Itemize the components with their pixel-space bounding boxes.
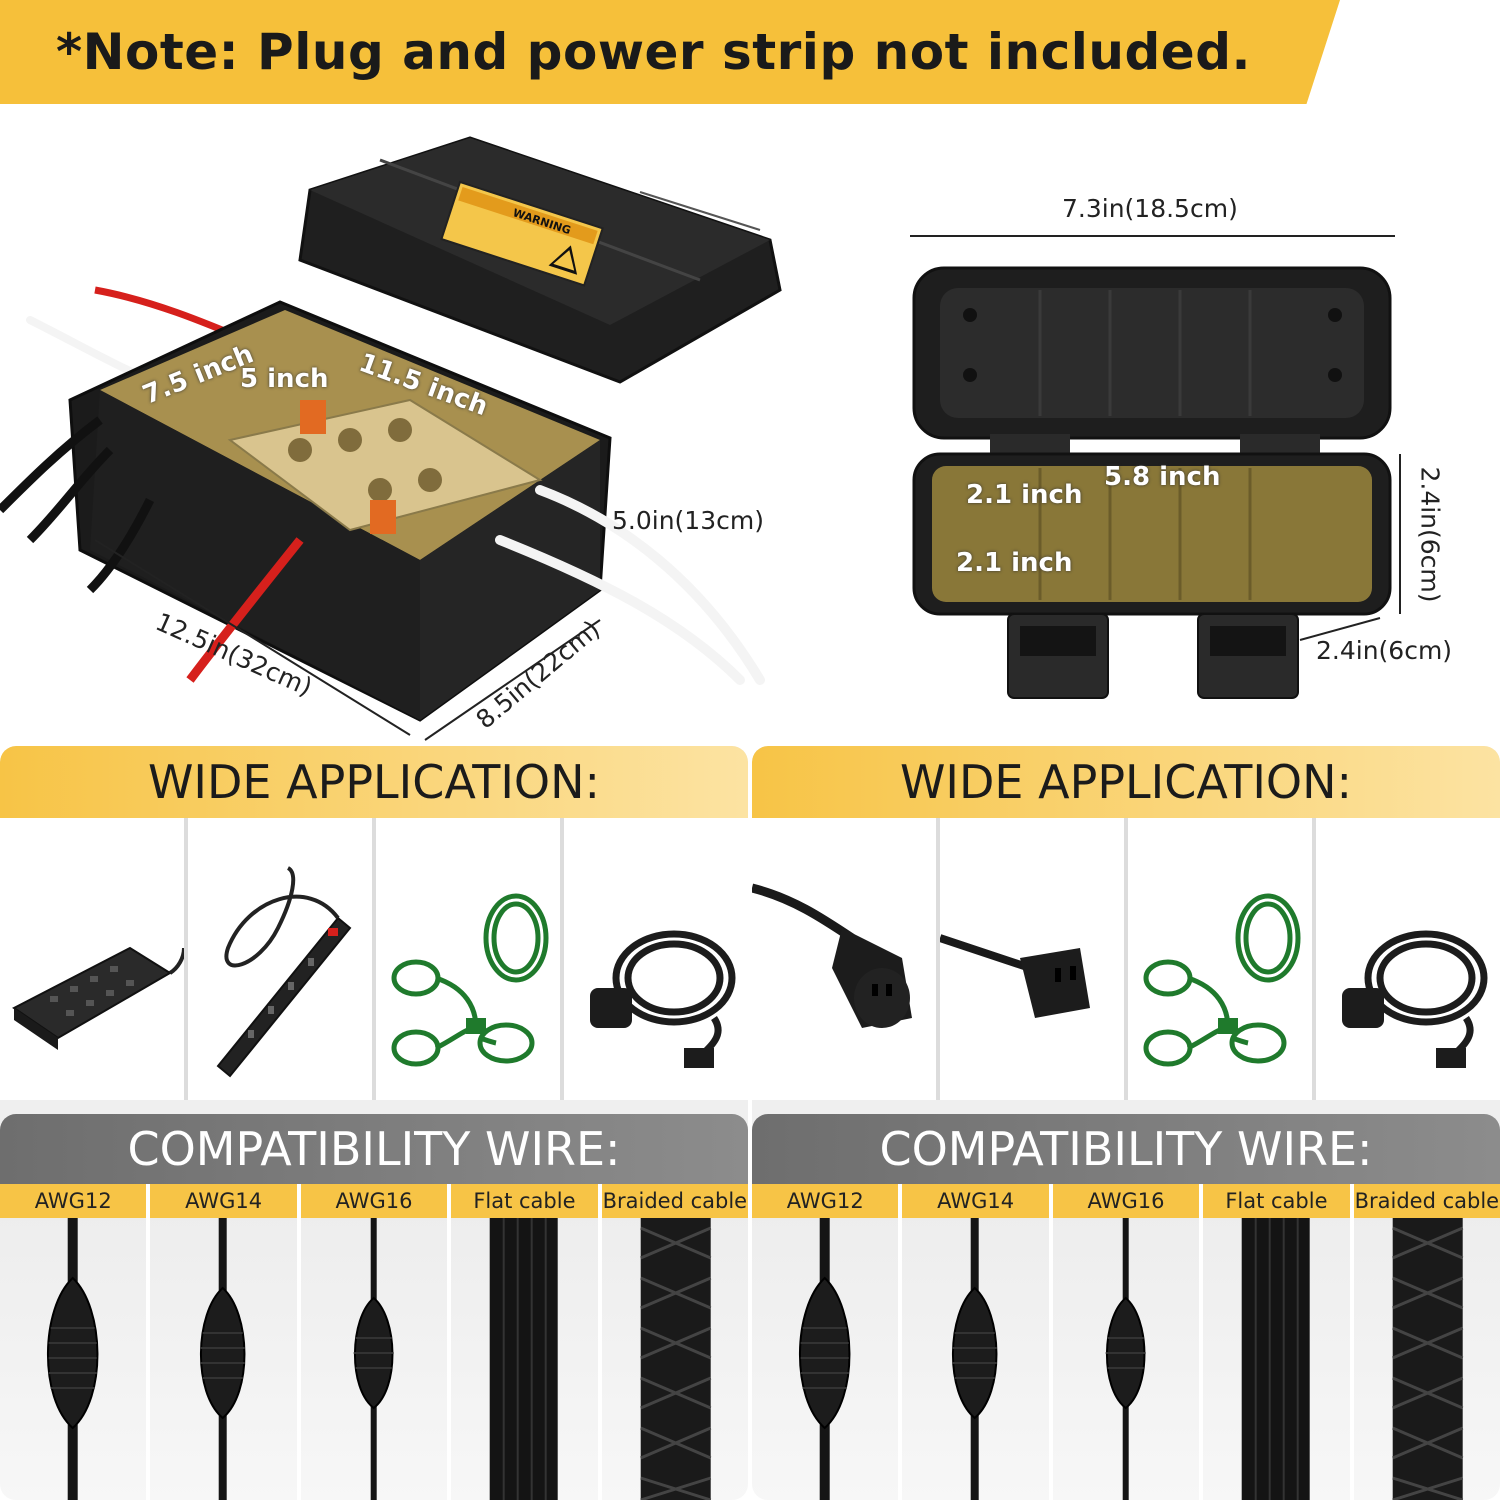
wire-label: AWG16 <box>300 1184 448 1218</box>
compatibility-header: COMPATIBILITY WIRE: <box>0 1114 748 1184</box>
black-extension-cord-icon <box>590 930 736 1068</box>
green-extension-cord-icon <box>1143 893 1301 1067</box>
dim-inner-width-2: 2.1 inch <box>956 548 1073 578</box>
wire-label: Braided cable <box>601 1184 748 1218</box>
awg16-connector-icon <box>1105 1218 1146 1500</box>
wire-column: AWG16 <box>1052 1184 1200 1500</box>
wire-row: AWG12 AWG14 AWG16 Flat cable <box>752 1184 1500 1500</box>
width-dim-line <box>424 619 601 741</box>
dim-inner-length: 5.8 inch <box>1104 462 1221 492</box>
wire-label: AWG14 <box>902 1184 1049 1218</box>
awg14-connector-icon <box>200 1218 246 1500</box>
wire-label: AWG16 <box>1052 1184 1200 1218</box>
dim-inner-width-1: 2.1 inch <box>966 480 1083 510</box>
wire-column: Braided cable <box>1353 1184 1500 1500</box>
application-cell <box>376 818 560 1100</box>
wire-label: Flat cable <box>1203 1184 1350 1218</box>
application-grid <box>0 818 748 1100</box>
compatibility-title: COMPATIBILITY WIRE: <box>127 1122 621 1176</box>
wire-column: AWG14 <box>150 1184 297 1500</box>
application-grid <box>752 818 1500 1100</box>
wire-label: Flat cable <box>451 1184 598 1218</box>
power-strip-long-icon <box>216 866 352 1078</box>
wire-column: AWG12 <box>752 1184 899 1500</box>
dim-height: 5.0in(13cm) <box>612 506 764 535</box>
green-extension-cord-icon <box>391 893 549 1067</box>
dim-top-length: 7.3in(18.5cm) <box>1062 194 1238 223</box>
application-header: WIDE APPLICATION: <box>752 746 1500 818</box>
wire-label: AWG12 <box>752 1184 899 1218</box>
small-box-drawing <box>910 235 1401 699</box>
box-body <box>68 300 612 722</box>
application-cell <box>188 818 372 1100</box>
wire-column: Braided cable <box>601 1184 748 1500</box>
application-cell <box>940 818 1124 1100</box>
awg12-connector-icon <box>46 1218 99 1500</box>
application-header: WIDE APPLICATION: <box>0 746 748 818</box>
single-outlet-cord-icon <box>752 883 912 1028</box>
application-cell <box>1128 818 1312 1100</box>
small-box-lid <box>912 266 1392 454</box>
note-text: *Note: Plug and power strip not included… <box>56 23 1251 81</box>
wire-column: AWG14 <box>902 1184 1049 1500</box>
bottom-dim-line <box>1299 617 1381 641</box>
wire-column: Flat cable <box>451 1184 598 1500</box>
large-box-drawing: WARNING <box>0 136 782 741</box>
dim-depth-inner: 5 inch <box>240 364 329 394</box>
left-panel: WIDE APPLICATION: <box>0 746 748 1500</box>
wire-column: Flat cable <box>1203 1184 1350 1500</box>
black-extension-cord-icon <box>1342 930 1488 1068</box>
wire-column: AWG16 <box>300 1184 448 1500</box>
single-socket-cord-icon <box>940 934 1090 1018</box>
wire-label: Braided cable <box>1353 1184 1500 1218</box>
large-box-illustration: WARNING <box>0 120 820 760</box>
box-lid: WARNING <box>298 136 782 384</box>
wire-row: AWG12 AWG14 AWG16 Flat cable <box>0 1184 748 1500</box>
flat-cable-icon <box>1241 1218 1310 1500</box>
wire-label: AWG14 <box>150 1184 297 1218</box>
braided-cable-icon <box>639 1218 711 1500</box>
compatibility-title: COMPATIBILITY WIRE: <box>879 1122 1373 1176</box>
application-cell <box>1316 818 1500 1100</box>
application-title: WIDE APPLICATION: <box>147 755 601 809</box>
application-cell <box>564 818 748 1100</box>
application-cell <box>752 818 936 1100</box>
right-panel: WIDE APPLICATION: <box>752 746 1500 1500</box>
application-title: WIDE APPLICATION: <box>899 755 1353 809</box>
small-box-illustration: 7.3in(18.5cm) 5.8 inch 2.1 inch 2.1 inch… <box>880 120 1500 720</box>
application-cell <box>0 818 184 1100</box>
note-banner: *Note: Plug and power strip not included… <box>0 0 1340 104</box>
compatibility-header: COMPATIBILITY WIRE: <box>752 1114 1500 1184</box>
small-box-base <box>912 452 1392 699</box>
wire-column: AWG12 <box>0 1184 147 1500</box>
flat-cable-icon <box>489 1218 558 1500</box>
wire-label: AWG12 <box>0 1184 147 1218</box>
awg12-connector-icon <box>798 1218 851 1500</box>
warning-label: WARNING <box>440 180 604 287</box>
dim-bottom-width: 2.4in(6cm) <box>1316 636 1453 665</box>
braided-cable-icon <box>1391 1218 1463 1500</box>
length-dim-line <box>94 539 411 736</box>
awg16-connector-icon <box>353 1218 394 1500</box>
awg14-connector-icon <box>952 1218 998 1500</box>
dim-side-height: 2.4in(6cm) <box>1415 466 1445 603</box>
power-strip-flat-icon <box>12 946 184 1050</box>
